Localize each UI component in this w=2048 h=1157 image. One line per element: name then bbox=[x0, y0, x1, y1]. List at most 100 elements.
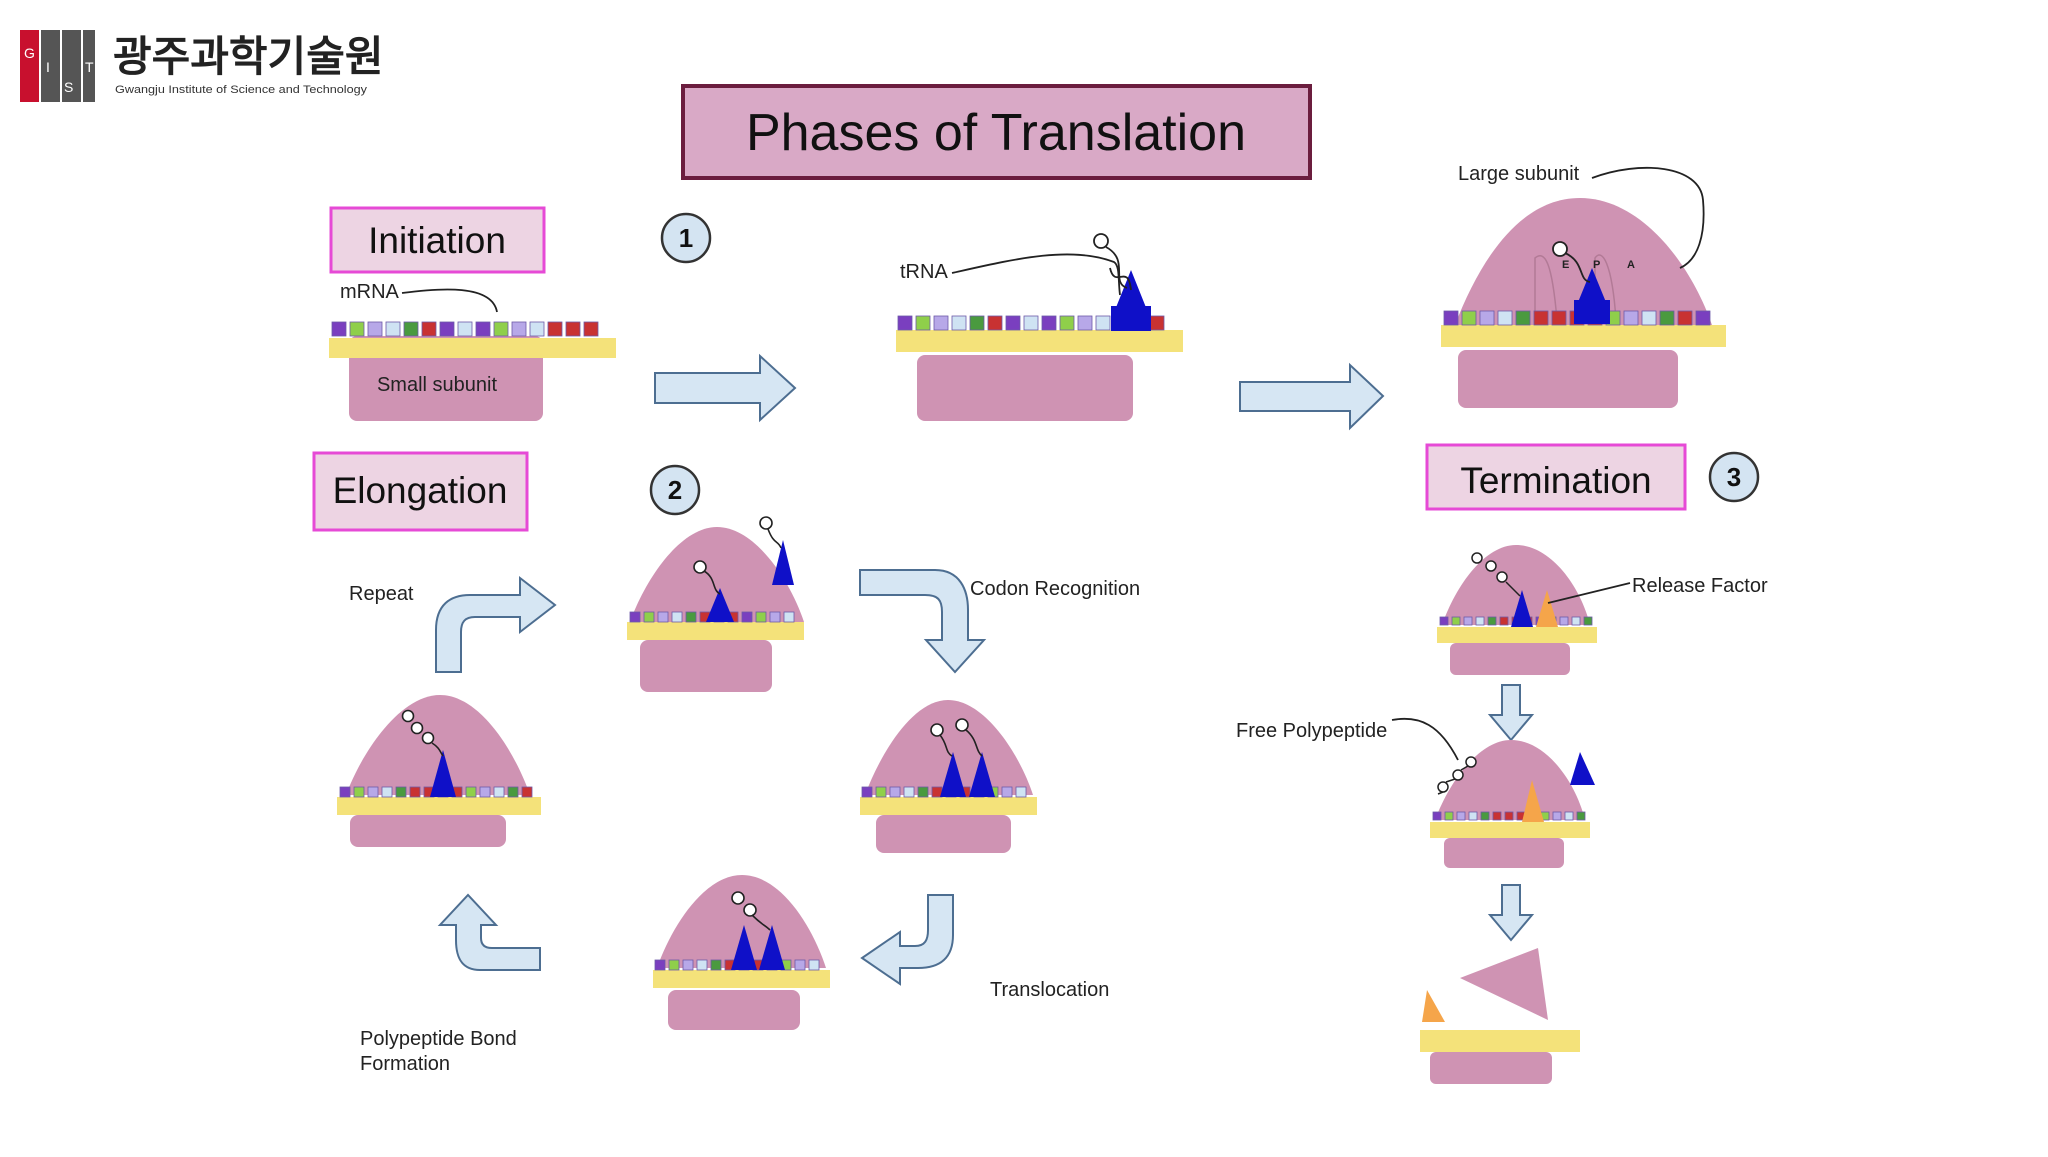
ribosome-sites-outline bbox=[1534, 254, 1617, 321]
elong-right-large bbox=[865, 700, 1033, 795]
p-site-anticodon bbox=[1574, 300, 1610, 324]
term-a-amino-3 bbox=[1496, 571, 1508, 583]
step-1-number: 1 bbox=[679, 223, 693, 253]
right-arrow-2 bbox=[1239, 362, 1385, 431]
ejected-trna bbox=[1570, 752, 1595, 785]
elong-top-small bbox=[640, 640, 772, 692]
elong-top-large bbox=[630, 527, 804, 622]
elong-top-amino bbox=[693, 560, 707, 574]
codon-bead bbox=[1041, 315, 1057, 331]
codon-bead bbox=[1641, 310, 1657, 326]
initiation-box bbox=[329, 206, 546, 274]
mrna-pointer bbox=[401, 288, 498, 313]
elongation-left-ribosome bbox=[337, 695, 541, 847]
elongation-heading: Elongation bbox=[312, 451, 529, 532]
logo-korean-name: 광주과학기술원 bbox=[113, 33, 383, 80]
step-1-circle bbox=[660, 212, 712, 264]
term-a-amino-2 bbox=[1485, 560, 1497, 572]
codon-bead bbox=[1487, 616, 1497, 626]
codon-bead bbox=[1564, 811, 1574, 821]
elongation-label: Elongation bbox=[333, 470, 508, 511]
amino-acid-link-c bbox=[1564, 252, 1591, 283]
free-mrna bbox=[1420, 1030, 1580, 1052]
codon-bead bbox=[668, 959, 680, 971]
codon-bead bbox=[1571, 616, 1581, 626]
elong-left-amino-3 bbox=[421, 731, 435, 745]
codon-bead bbox=[395, 786, 407, 798]
elong-left-amino-2 bbox=[410, 721, 424, 735]
elong-bottom-mrna bbox=[653, 970, 830, 988]
trna-label: tRNA bbox=[900, 261, 948, 283]
logo-bar-1 bbox=[41, 30, 60, 102]
elong-right-amino-1 bbox=[930, 723, 944, 737]
down-arrow-1 bbox=[1487, 684, 1535, 742]
free-amino-1 bbox=[1437, 781, 1449, 793]
codon-bead bbox=[1439, 616, 1449, 626]
codon-bead bbox=[565, 321, 581, 337]
step-3-badge: 3 bbox=[1708, 451, 1760, 503]
codon-bead bbox=[529, 321, 545, 337]
codon-bead bbox=[385, 321, 401, 337]
codon-bead bbox=[349, 321, 365, 337]
codon-bead bbox=[917, 786, 929, 798]
termination-stage-a: Release Factor bbox=[1437, 545, 1768, 675]
term-a-amino-1 bbox=[1471, 552, 1483, 564]
right-arrow-1 bbox=[654, 353, 797, 423]
codon-bead bbox=[671, 611, 683, 623]
initiation-stage-c: E P A Large subunit bbox=[1441, 163, 1726, 408]
polypeptide-bond-arrow bbox=[437, 893, 541, 971]
logo-letter-t: T bbox=[85, 59, 94, 75]
codon-bead bbox=[521, 786, 533, 798]
free-polypeptide-label: Free Polypeptide bbox=[1236, 720, 1387, 742]
elong-right-amino-2 bbox=[955, 718, 969, 732]
release-factor-pointer bbox=[1547, 582, 1631, 604]
amino-acid-tether bbox=[1105, 246, 1128, 289]
elong-left-link bbox=[431, 742, 444, 757]
elong-bottom-amino-1 bbox=[731, 891, 745, 905]
codon-bead bbox=[511, 321, 527, 337]
logo-letter-s: S bbox=[64, 79, 73, 95]
codon-bead bbox=[1552, 811, 1562, 821]
codon-bead bbox=[331, 321, 347, 337]
codon-bead bbox=[1515, 310, 1531, 326]
codon-bead bbox=[1444, 811, 1454, 821]
codon-bead bbox=[1499, 616, 1509, 626]
codon-bead bbox=[1492, 811, 1502, 821]
initiation-stage-b: tRNA bbox=[896, 233, 1183, 421]
site-e-label: E bbox=[1562, 259, 1569, 271]
title-box-frame bbox=[681, 84, 1312, 180]
codon-bead bbox=[1475, 616, 1485, 626]
codon-bead bbox=[439, 321, 455, 337]
codon-bead bbox=[1443, 310, 1459, 326]
release-factor bbox=[1536, 590, 1558, 627]
detached-release-factor bbox=[1422, 990, 1445, 1022]
codon-bead bbox=[353, 786, 365, 798]
logo-bar-2 bbox=[62, 30, 81, 102]
codon-bead bbox=[710, 959, 722, 971]
codon-bead bbox=[1677, 310, 1693, 326]
mrna-strand bbox=[329, 338, 616, 358]
codon-bead bbox=[696, 959, 708, 971]
small-subunit-label: Small subunit bbox=[377, 374, 498, 396]
codon-bead bbox=[741, 611, 753, 623]
small-subunit-c bbox=[1458, 350, 1678, 408]
codon-bead bbox=[1005, 315, 1021, 331]
elong-left-trna bbox=[430, 750, 456, 797]
codon-bead bbox=[367, 321, 383, 337]
trna-pointer bbox=[951, 253, 1121, 296]
step-3-number: 3 bbox=[1727, 462, 1741, 492]
codon-bead bbox=[897, 315, 913, 331]
elong-bottom-trna-1 bbox=[731, 925, 757, 970]
term-a-large bbox=[1442, 545, 1590, 625]
initiation-stage-a: mRNA Small subunit bbox=[329, 281, 616, 421]
large-subunit-label: Large subunit bbox=[1458, 163, 1580, 185]
codon-bead bbox=[969, 315, 985, 331]
codon-bead bbox=[1456, 811, 1466, 821]
codon-bead bbox=[421, 321, 437, 337]
codon-bead bbox=[933, 315, 949, 331]
codon-bead bbox=[1695, 310, 1711, 326]
translocation-arrow bbox=[860, 894, 954, 986]
codon-bead bbox=[629, 611, 641, 623]
codon-bead bbox=[409, 786, 421, 798]
codon-bead bbox=[465, 786, 477, 798]
